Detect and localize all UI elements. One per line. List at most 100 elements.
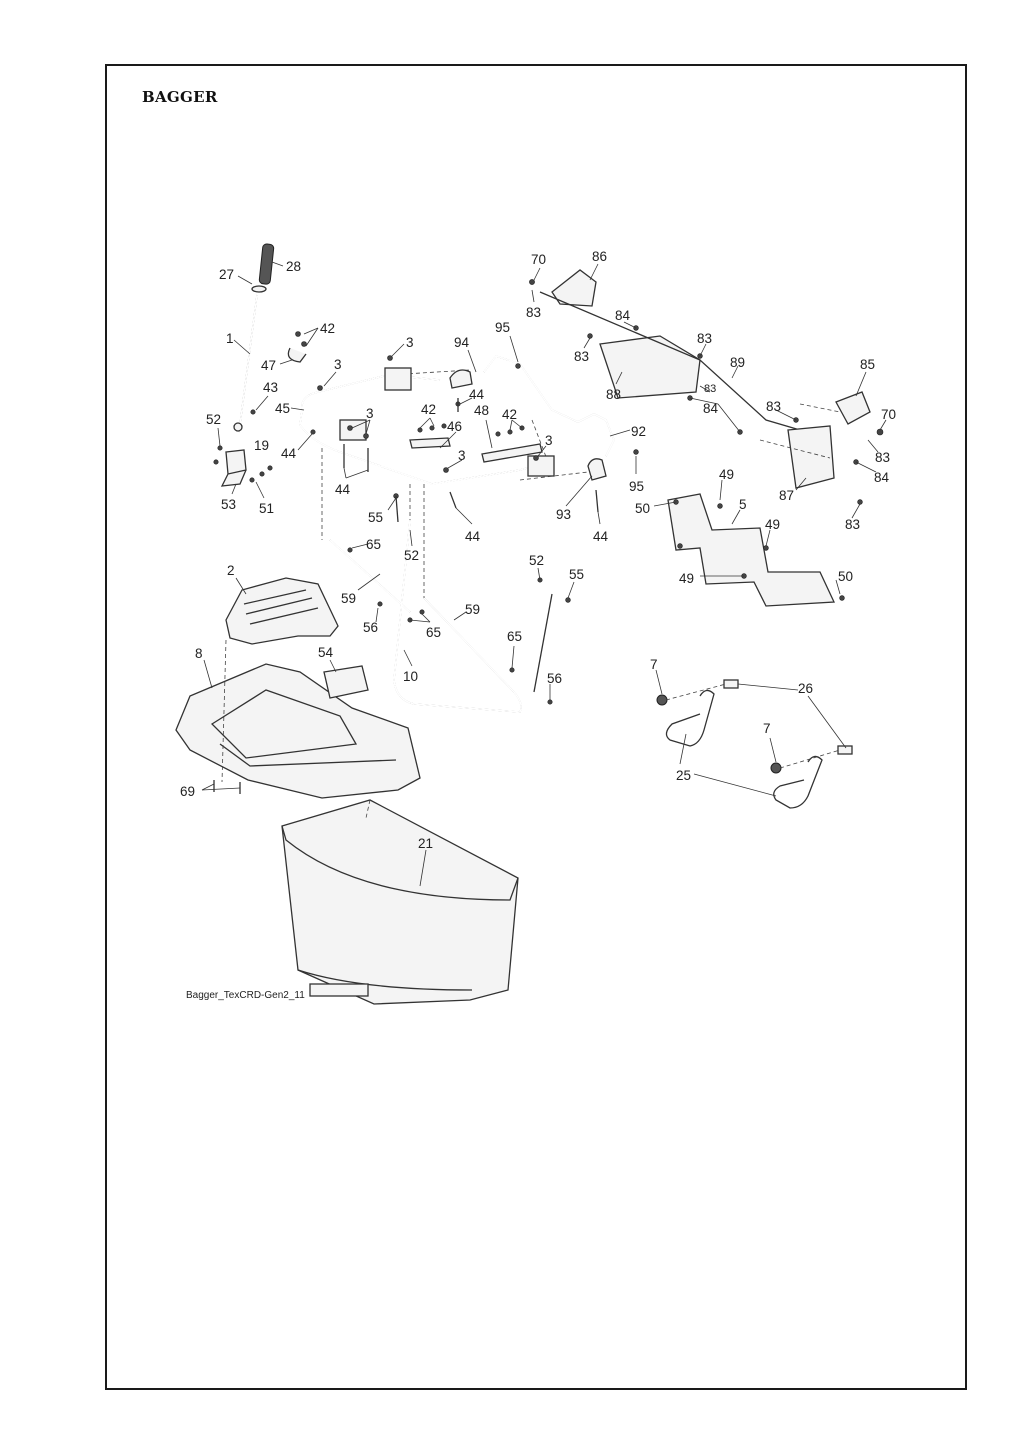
bag-container-group [281,799,519,1005]
callout-84: 84 [703,401,719,416]
rear-hitch-group [529,269,884,505]
callout-56: 56 [547,671,562,686]
callout-59: 59 [341,591,356,606]
top-cover-part [225,577,339,645]
callout-8: 8 [195,646,203,661]
callout-3: 3 [366,406,374,421]
callout-69: 69 [180,784,195,799]
callout-21: 21 [418,836,433,851]
callout-44: 44 [465,529,481,544]
callout-5: 5 [739,497,747,512]
hitch-bar-part [539,291,801,431]
callout-93: 93 [556,507,571,522]
lower-frame-group [321,448,571,713]
page-border [105,64,967,1390]
callout-89: 89 [730,355,745,370]
callout-52: 52 [529,553,544,568]
callout-94: 94 [454,335,470,350]
callout-59: 59 [465,602,480,617]
callout-7: 7 [763,721,771,736]
figure-id-label: Bagger_TexCRD-Gen2_11 [186,990,305,1001]
nut-part [770,762,782,774]
leader-lines [201,261,887,887]
arm-bracket-part [587,458,607,481]
lift-handle-group [213,243,275,487]
callout-3: 3 [334,357,342,372]
bag-container-part [281,799,519,1005]
callout-2: 2 [227,563,235,578]
callout-84: 84 [615,308,631,323]
pin-clip-group [656,679,853,809]
bagger-lid-part [175,663,421,799]
clip-part [449,369,473,389]
callout-45: 45 [275,401,290,416]
hitch-plate-part [599,335,701,399]
frame-bracket-part [384,367,412,391]
callout-52: 52 [404,548,419,563]
hitch-clip-part [665,689,715,747]
callout-50: 50 [635,501,650,516]
handle-bracket-part [220,449,247,487]
callout-3: 3 [545,433,553,448]
callout-95: 95 [495,320,510,335]
page-title: BAGGER [142,88,218,106]
bagger-frame-group [250,331,555,509]
callout-65: 65 [426,625,441,640]
callout-42: 42 [320,321,335,336]
callout-7: 7 [650,657,658,672]
callout-43: 43 [263,380,278,395]
callout-53: 53 [221,497,236,512]
callout-25: 25 [676,768,691,783]
callout-83: 83 [574,349,589,364]
hitch-clip-part [773,755,823,809]
clevis-pin-part [723,679,739,689]
callout-49: 49 [679,571,694,586]
spacer-part [233,422,243,432]
callout-54: 54 [318,645,334,660]
hook-bracket-part [287,347,307,363]
callout-83: 83 [845,517,860,532]
callout-65: 65 [366,537,381,552]
callout-10: 10 [403,669,418,684]
callout-83: 83 [766,399,781,414]
callout-3: 3 [406,335,414,350]
callout-83: 83 [875,450,890,465]
callout-55: 55 [368,510,383,525]
upper-arm-group [483,355,639,513]
callout-1: 1 [226,331,234,346]
callout-44: 44 [469,387,485,402]
callout-51: 51 [259,501,274,516]
frame-bracket-part [339,419,367,441]
callout-83: 83 [526,305,541,320]
rail-part [481,443,543,463]
hitch-bracket-part [551,269,597,307]
callout-47: 47 [261,358,276,373]
latch-plate-part [409,437,451,449]
callout-26: 26 [798,681,813,696]
callout-65: 65 [507,629,522,644]
callout-44: 44 [281,446,297,461]
callout-92: 92 [631,424,646,439]
top-bracket-part [835,391,871,425]
handle-grip-part [258,243,275,285]
callout-95: 95 [629,479,644,494]
callout-70: 70 [881,407,896,422]
callout-27: 27 [219,267,234,282]
callout-42: 42 [502,407,517,422]
callout-3: 3 [458,448,466,463]
callout-48: 48 [474,403,489,418]
callout-49: 49 [765,517,780,532]
callout-85: 85 [860,357,875,372]
frame-bracket-part [527,455,555,477]
callout-55: 55 [569,567,584,582]
washer-part [251,285,267,293]
handle-part [323,665,369,699]
callout-52: 52 [206,412,221,427]
callout-44: 44 [335,482,351,497]
callout-49: 49 [719,467,734,482]
callout-83: 83 [704,383,716,395]
callout-87: 87 [779,488,794,503]
callout-83: 83 [697,331,712,346]
callout-labels: 28 27 1 42 47 3 3 43 45 52 19 44 53 51 9… [180,249,896,851]
